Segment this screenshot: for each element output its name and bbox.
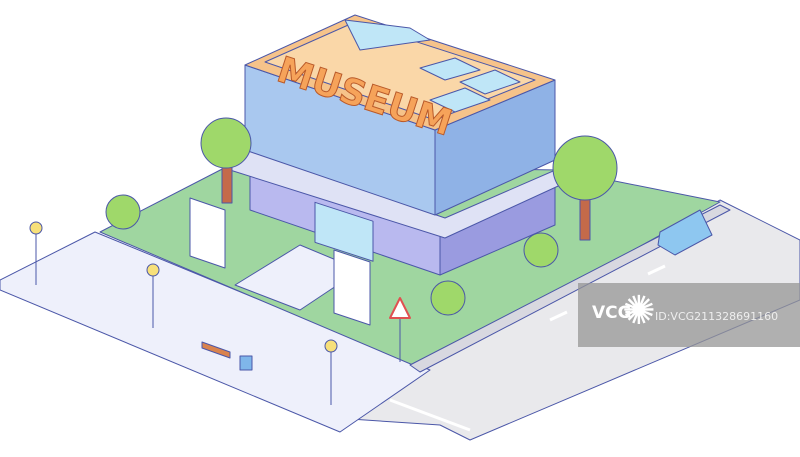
road (334, 199, 800, 441)
lane-stripe (549, 310, 568, 322)
pedestrian-sign (389, 297, 411, 319)
crosswalk (389, 398, 471, 432)
sidewalk-tiles (0, 231, 431, 433)
curb (409, 204, 731, 373)
bush (523, 232, 559, 268)
lamp-light (29, 221, 43, 235)
watermark-logo: VCG (592, 303, 632, 323)
billboard (189, 197, 226, 269)
lane-stripe (647, 264, 666, 276)
lawn (99, 164, 721, 369)
billboard (333, 249, 371, 326)
entrance-window (314, 201, 374, 262)
skylight (344, 19, 431, 51)
tree-trunk (579, 194, 591, 241)
tree (552, 135, 618, 201)
watermark: VCG ✺ ID:VCG211328691160 (578, 283, 800, 347)
tree-trunk (221, 164, 233, 204)
car (657, 209, 713, 256)
tree (200, 117, 252, 169)
bush (430, 280, 466, 316)
lamp-light (146, 263, 160, 277)
bench (201, 341, 231, 359)
trash-bin (239, 355, 253, 371)
roof-window-3 (429, 87, 491, 113)
roof-window-1 (419, 57, 481, 81)
bush (105, 194, 141, 230)
watermark-id: ID:VCG211328691160 (655, 310, 779, 323)
lamp-light (324, 339, 338, 353)
roof-window-2 (459, 69, 521, 95)
vcg-logo-icon: ✺ (622, 288, 656, 334)
